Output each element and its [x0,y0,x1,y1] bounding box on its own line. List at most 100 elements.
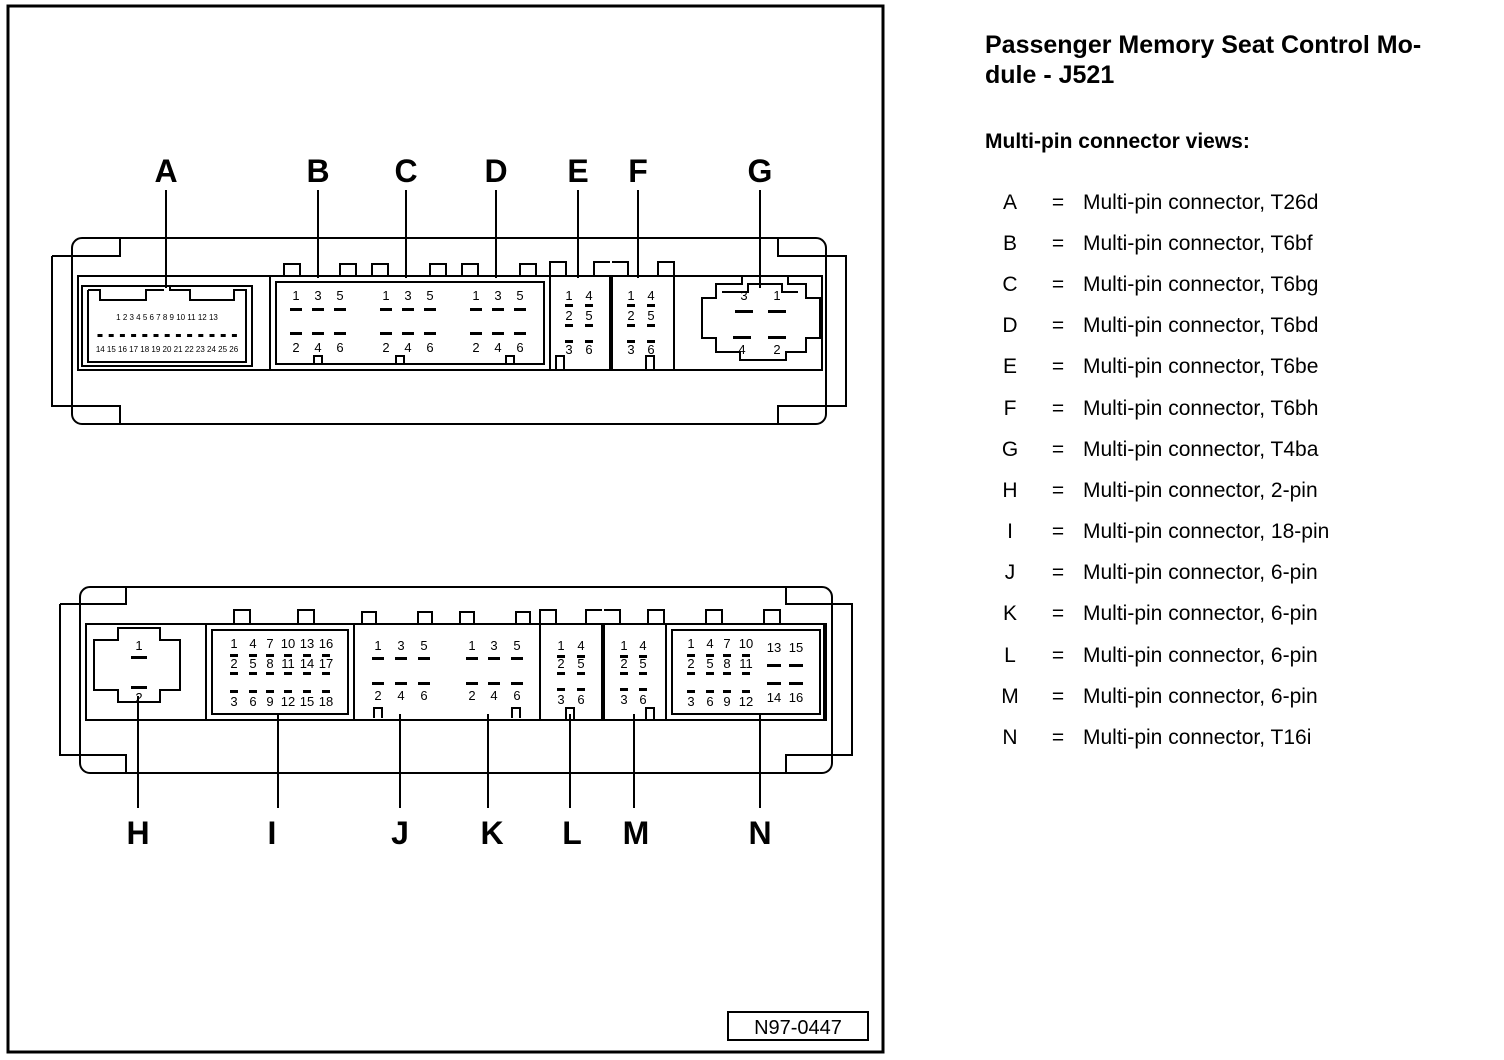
pin-cavity [565,340,573,343]
legend-key: H [1002,478,1018,502]
pin-k-3: 3 [490,638,497,653]
pin-c-6: 6 [426,340,433,355]
pin-n-1: 1 [687,636,694,651]
pin-n-2: 2 [687,656,694,671]
pin-cavity [230,690,238,693]
pin-cavity [687,654,695,657]
legend-key: J [1004,561,1016,585]
legend-row: M=Multi-pin connector, 6-pin [985,676,1485,717]
legend-desc: Multi-pin connector, 6-pin [1083,602,1318,626]
pin-cavity [789,682,803,685]
legend-row: K=Multi-pin connector, 6-pin [985,594,1485,635]
pin-cavity [334,308,346,311]
pin-cavity [577,688,585,691]
pin-b-5: 5 [336,288,343,303]
pin-cavity [514,332,526,335]
pin-f-2: 2 [627,308,634,323]
legend-row: A=Multi-pin connector, T26d [985,182,1485,223]
pin-e-4: 4 [585,288,592,303]
pin-f-1: 1 [627,288,634,303]
pin-d-3: 3 [494,288,501,303]
pin-cavity [220,334,226,337]
pin-cavity [492,332,504,335]
legend-row: I=Multi-pin connector, 18-pin [985,512,1485,553]
legend-desc: Multi-pin connector, T6bh [1083,396,1319,420]
legend-eq: = [1051,272,1065,296]
legend-desc: Multi-pin connector, T6bd [1083,314,1319,338]
pin-cavity [585,340,593,343]
pin-i-18: 18 [319,694,333,709]
pin-cavity [514,308,526,311]
pin-c-1: 1 [382,288,389,303]
pin-cavity [231,334,237,337]
pin-cavity [402,332,414,335]
pin-i-4: 4 [249,636,256,651]
pin-l-6: 6 [577,692,584,707]
legend-desc: Multi-pin connector, T4ba [1083,437,1319,461]
pin-c-4: 4 [404,340,411,355]
pin-cavity [131,656,147,659]
pin-cavity [334,332,346,335]
pin-b-3: 3 [314,288,321,303]
legend-key: I [1007,520,1013,544]
callout-l: L [562,815,582,851]
pin-i-7: 7 [266,636,273,651]
legend-desc: Multi-pin connector, T6bf [1083,231,1313,255]
pin-cavity [492,308,504,311]
legend-eq: = [1051,520,1065,544]
legend-key: N [1002,726,1018,750]
pin-cavity [585,324,593,327]
pin-cavity [424,332,436,335]
pin-cavity [322,654,330,657]
pin-cavity [733,336,751,339]
legend-desc: Multi-pin connector, T6bg [1083,272,1319,296]
pin-m-1: 1 [620,638,627,653]
legend-row: B=Multi-pin connector, T6bf [985,223,1485,264]
pin-n-11: 11 [739,656,753,671]
pin-n-12: 12 [739,694,753,709]
callout-j: J [391,815,409,851]
pin-cavity [164,334,170,337]
pin-n-5: 5 [706,656,713,671]
pin-l-2: 2 [557,656,564,671]
pin-n-13: 13 [767,640,781,655]
pin-cavity [706,690,714,693]
pin-cavity [284,672,292,675]
pin-cavity [322,672,330,675]
pin-k-2: 2 [468,688,475,703]
callout-h: H [126,815,149,851]
pin-i-3: 3 [230,694,237,709]
pin-j-4: 4 [397,688,404,703]
pin-f-3: 3 [627,342,634,357]
pin-n-10: 10 [739,636,753,651]
pin-cavity [249,672,257,675]
legend-key: A [1002,190,1017,214]
pin-cavity [119,334,125,337]
pin-d-2: 2 [472,340,479,355]
pin-cavity [620,688,628,691]
legend-row: G=Multi-pin connector, T4ba [985,429,1485,470]
pin-l-4: 4 [577,638,584,653]
pin-i-6: 6 [249,694,256,709]
pin-cavity [266,690,274,693]
legend-eq: = [1051,684,1065,708]
pin-m-2: 2 [620,656,627,671]
pin-cavity [380,332,392,335]
pin-e-1: 1 [565,288,572,303]
pin-cavity [230,654,238,657]
pin-cavity [470,332,482,335]
pin-cavity [372,657,384,660]
pin-b-1: 1 [292,288,299,303]
pin-cavity [557,655,565,658]
pin-h-2: 2 [135,690,142,705]
pin-cavity [108,334,114,337]
pin-cavity [466,682,478,685]
legend-eq: = [1051,561,1065,585]
pin-n-4: 4 [706,636,713,651]
pin-d-1: 1 [472,288,479,303]
pin-cavity [249,690,257,693]
legend-key: F [1003,396,1017,420]
pin-c-2: 2 [382,340,389,355]
pin-cavity [303,654,311,657]
legend-key: B [1002,231,1017,255]
